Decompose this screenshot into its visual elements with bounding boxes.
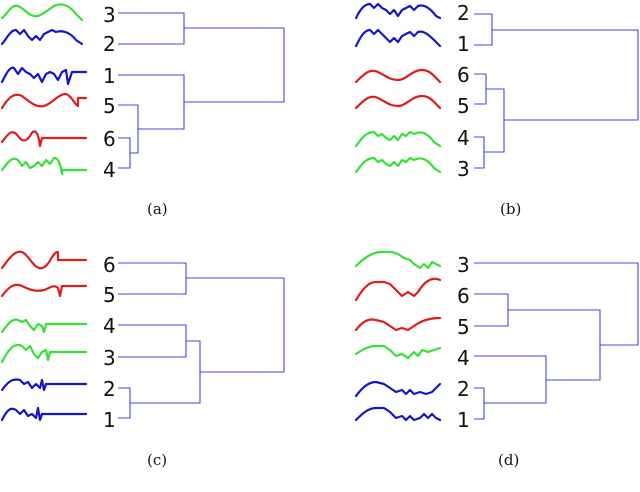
leaf-label: 1: [457, 32, 470, 56]
panel-caption: (b): [500, 200, 521, 218]
leaf-label: 5: [457, 315, 470, 339]
leaf-label: 6: [457, 284, 470, 308]
waveform-b-5: [354, 130, 442, 148]
leaf-label: 3: [103, 3, 116, 27]
panel-caption: (c): [147, 451, 167, 469]
waveform-c-1: [0, 250, 88, 270]
waveform-a-5: [0, 130, 88, 148]
leaf-label: 6: [103, 127, 116, 151]
waveform-c-6: [0, 406, 88, 422]
leaf-label: 5: [103, 94, 116, 118]
waveform-b-1: [354, 2, 442, 20]
leaf-label: 5: [103, 283, 116, 307]
panel-c: 6 5 4 3 2 1 (c): [0, 250, 285, 469]
leaf-label: 6: [103, 253, 116, 277]
panel-d: 3 6 5 4 2 1 (d): [354, 250, 639, 469]
waveform-d-5: [354, 380, 442, 398]
leaf-label: 4: [103, 158, 116, 182]
waveform-c-2: [0, 283, 88, 298]
waveform-d-3: [354, 316, 442, 332]
leaf-label: 2: [103, 377, 116, 401]
waveform-b-2: [354, 28, 442, 48]
dendrogram-a: [118, 12, 285, 169]
leaf-label: 4: [103, 314, 116, 338]
leaf-label: 2: [457, 377, 470, 401]
leaf-label: 6: [457, 63, 470, 87]
leaf-label: 2: [457, 1, 470, 25]
waveform-c-4: [0, 343, 88, 364]
waveform-d-2: [354, 277, 442, 302]
leaf-label: 1: [103, 64, 116, 88]
leaf-label: 1: [457, 408, 470, 432]
leaf-label: 5: [457, 94, 470, 118]
panel-caption: (a): [147, 200, 168, 218]
waveform-b-4: [354, 94, 442, 110]
waveform-b-6: [354, 156, 442, 174]
dendrogram-c: [118, 262, 285, 419]
leaf-label: 4: [457, 346, 470, 370]
dendrogram-b: [474, 13, 639, 169]
panel-a: 3 2 1 5 6 4 (a): [0, 3, 285, 218]
panel-b: 2 1 6 5 4 3 (b): [354, 1, 639, 218]
waveform-d-6: [354, 406, 442, 422]
waveform-a-2: [0, 28, 84, 46]
leaf-label: 3: [103, 346, 116, 370]
waveform-a-6: [0, 156, 88, 176]
leaf-label: 1: [103, 408, 116, 432]
panel-caption: (d): [498, 451, 519, 469]
dendrogram-d: [474, 262, 639, 420]
waveform-a-3: [0, 66, 88, 86]
waveform-d-1: [354, 250, 442, 270]
leaf-label: 4: [457, 126, 470, 150]
waveform-b-3: [354, 68, 442, 84]
waveform-a-4: [0, 92, 88, 110]
leaf-label: 2: [103, 32, 116, 56]
waveform-c-5: [0, 378, 88, 392]
waveform-a-1: [0, 3, 84, 22]
waveform-d-4: [354, 344, 442, 360]
leaf-label: 3: [457, 253, 470, 277]
leaf-label: 3: [457, 157, 470, 181]
waveform-c-3: [0, 318, 88, 334]
